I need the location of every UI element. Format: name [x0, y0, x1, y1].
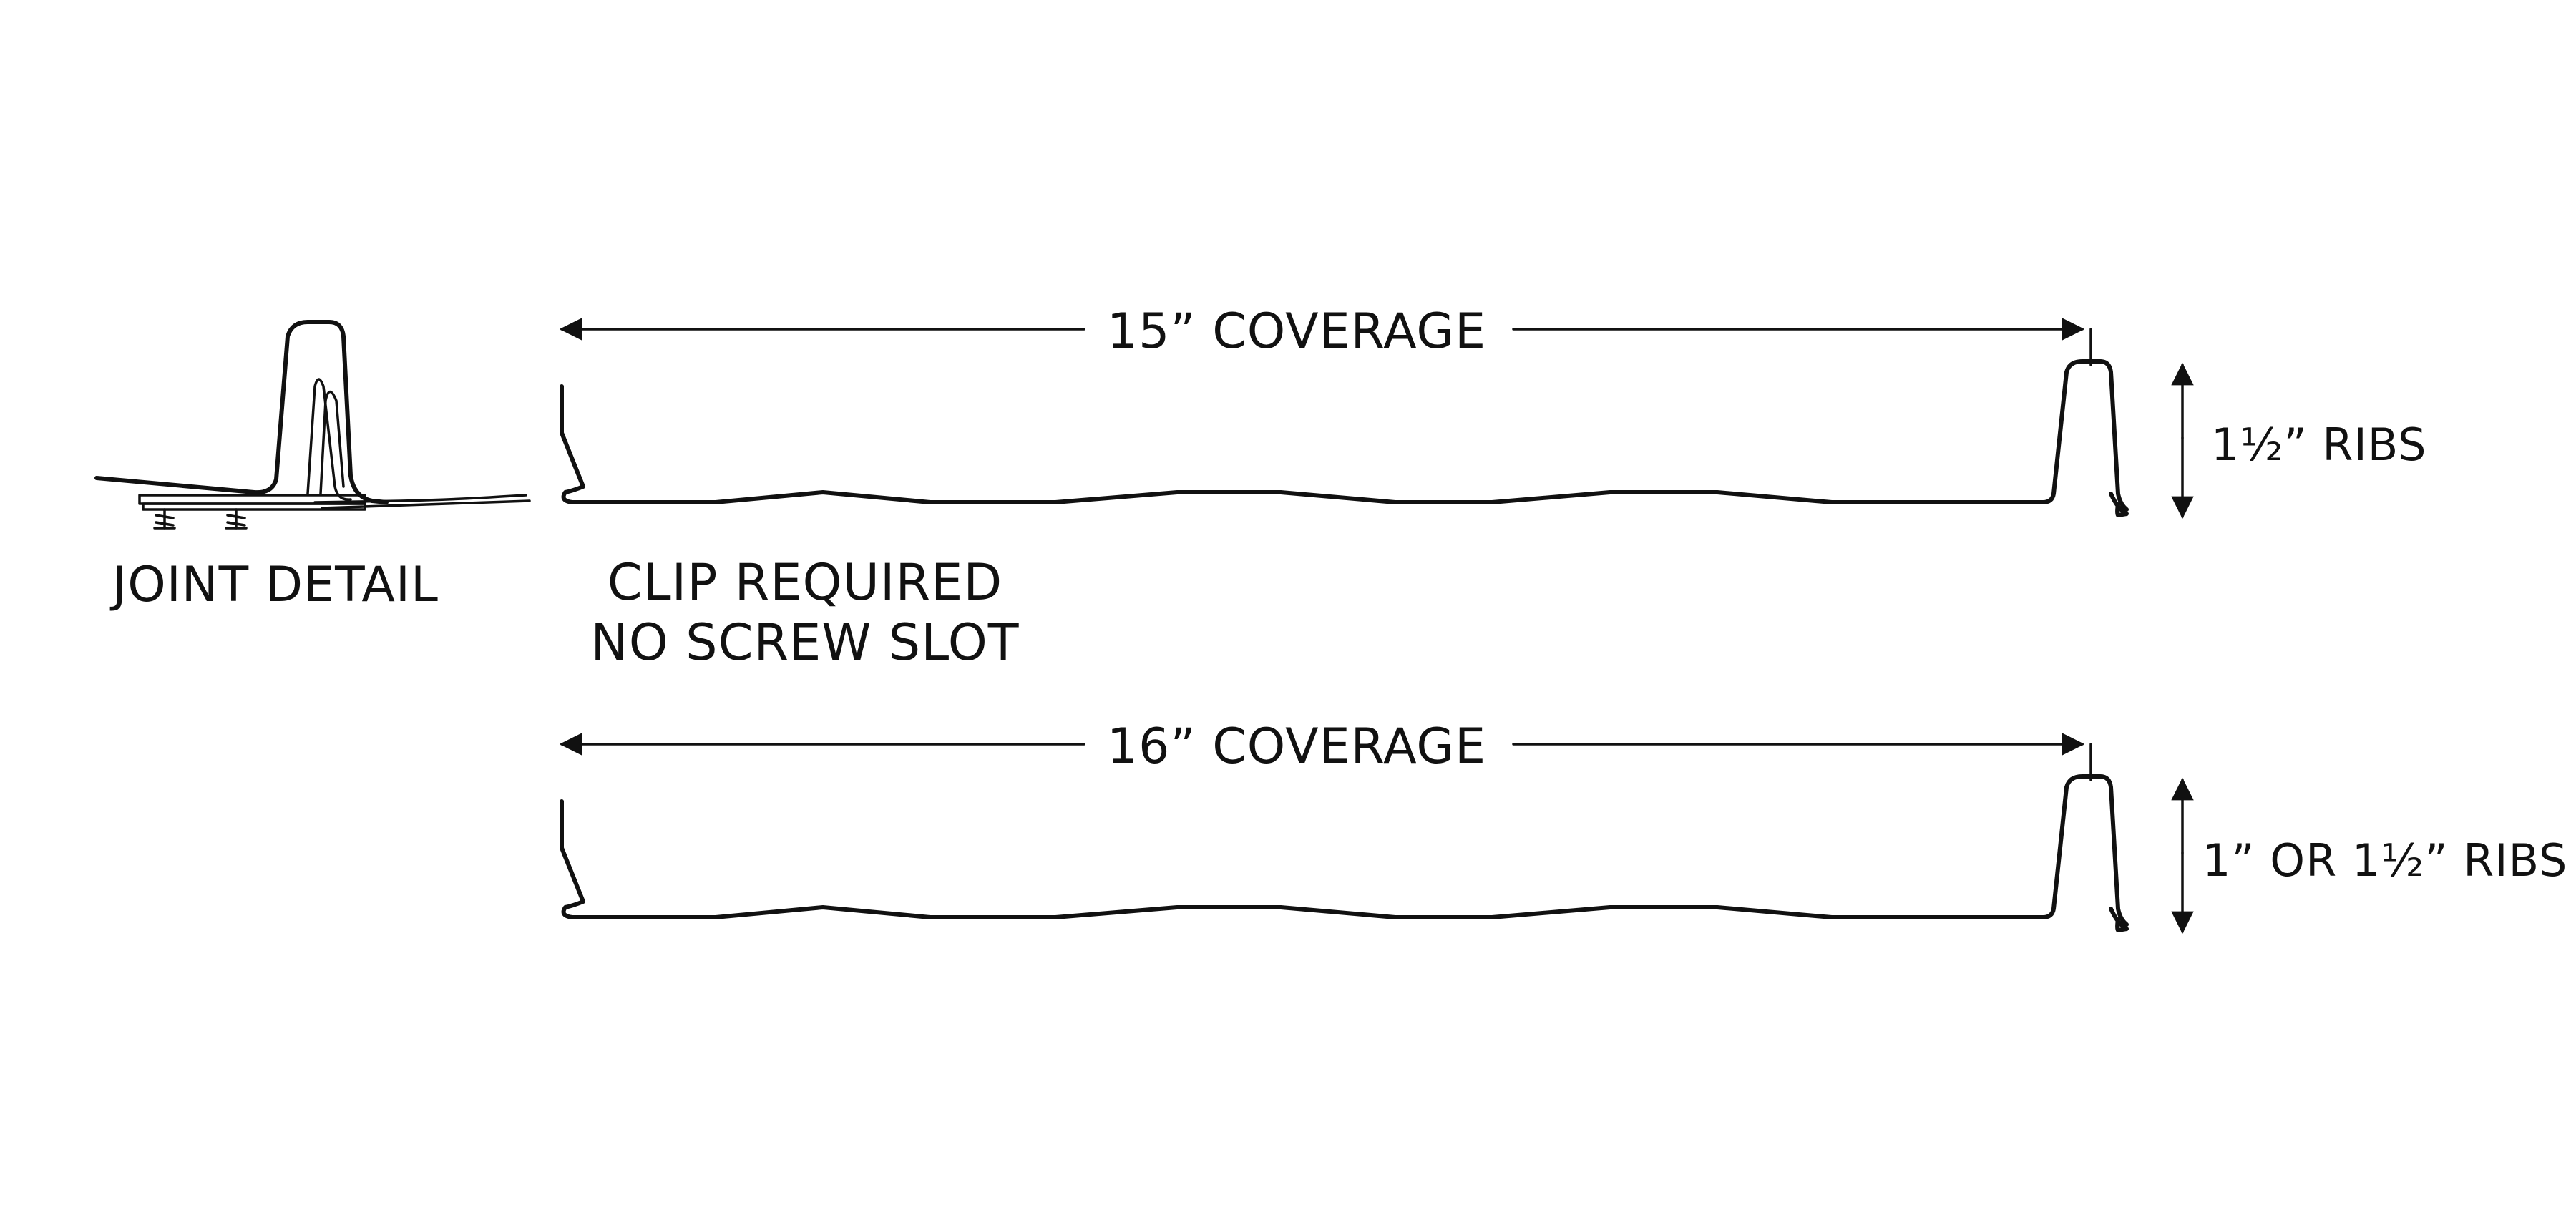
ribs-15-label: 1½” RIBS	[2211, 419, 2427, 471]
panel-16-outline	[560, 774, 2129, 927]
fastener-left	[153, 508, 176, 530]
no-screw-slot-label: NO SCREW SLOT	[590, 613, 1019, 672]
joint-detail-sketch	[94, 320, 531, 530]
coverage-15-label: 15” COVERAGE	[1107, 303, 1486, 360]
joint-detail-label: JOINT DETAIL	[109, 557, 439, 613]
panel-15-outline	[560, 359, 2129, 512]
panel-15-rib-hook	[2109, 492, 2129, 517]
clip-required-label: CLIP REQUIRED	[608, 553, 1003, 612]
joint-clip-inner	[319, 390, 345, 495]
joint-clip-hook	[306, 378, 352, 501]
panel-15-profile: 15” COVERAGE 1½” RIBS	[559, 303, 2427, 519]
coverage-16-label: 16” COVERAGE	[1107, 718, 1486, 775]
joint-lower-sheet	[321, 499, 531, 509]
joint-substrate	[142, 502, 366, 511]
panel-16-profile: 16” COVERAGE 1” OR 1½” RIBS	[559, 718, 2567, 935]
ribs-16-label: 1” OR 1½” RIBS	[2202, 834, 2567, 887]
joint-panel-outline	[94, 320, 389, 504]
fastener-right	[225, 508, 248, 530]
panel-16-rib-hook	[2109, 907, 2129, 932]
joint-flat-extension	[313, 494, 527, 504]
